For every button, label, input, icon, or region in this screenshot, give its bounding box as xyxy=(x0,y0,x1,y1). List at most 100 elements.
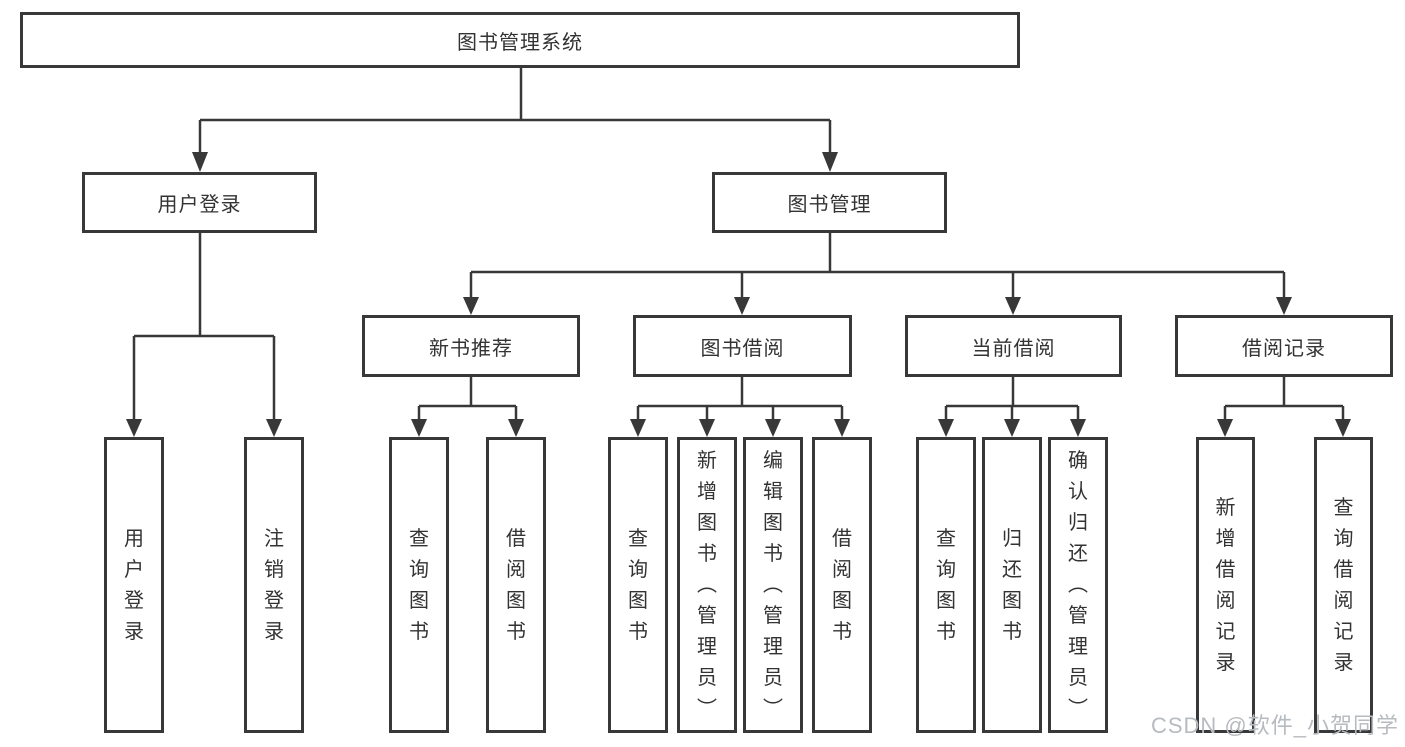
vertical-char: 新 xyxy=(697,450,717,472)
vertical-char: 阅 xyxy=(506,558,526,581)
vertical-char: 图 xyxy=(832,589,852,612)
vertical-char: 新 xyxy=(1215,496,1236,519)
vertical-char: 阅 xyxy=(1215,589,1236,612)
connector-current-to-leaves xyxy=(938,377,1086,437)
vertical-char: 归 xyxy=(1068,512,1088,534)
vertical-char: 增 xyxy=(1215,527,1236,550)
leaf-borrow-borrow-books: 借阅图书 xyxy=(812,437,872,733)
vertical-char: 图 xyxy=(936,589,956,612)
vertical-char: 书 xyxy=(832,620,852,643)
vertical-char: 阅 xyxy=(832,558,852,581)
vertical-char: 销 xyxy=(264,558,284,581)
vertical-char: 认 xyxy=(1068,481,1088,503)
vertical-char: 询 xyxy=(936,558,956,581)
leaf-user-login: 用户登录 xyxy=(104,437,164,733)
vertical-char: 录 xyxy=(264,620,284,643)
vertical-char: 图 xyxy=(628,589,648,612)
connector-bookmgmt-to-level3 xyxy=(463,233,1292,315)
vertical-char: 用 xyxy=(124,527,144,550)
node-new-book-recommend: 新书推荐 xyxy=(362,315,580,377)
vertical-char: 查 xyxy=(1333,496,1354,519)
leaf-record-add: 新增借阅记录 xyxy=(1196,437,1255,733)
vertical-char: ︶ xyxy=(1068,698,1088,720)
leaf-newbook-query-books: 查询图书 xyxy=(389,437,449,733)
leaf-record-query: 查询借阅记录 xyxy=(1314,437,1373,733)
node-root: 图书管理系统 xyxy=(20,12,1020,68)
vertical-char: 归 xyxy=(1002,527,1022,550)
vertical-char: 录 xyxy=(124,620,144,643)
vertical-char: 理 xyxy=(1068,636,1088,658)
leaf-current-confirm-return-admin: 确认归还 ︵ 管理员 ︶ xyxy=(1048,437,1108,733)
connector-userlogin-to-leaves xyxy=(126,233,282,437)
vertical-char: 借 xyxy=(506,527,526,550)
vertical-char: 登 xyxy=(264,589,284,612)
vertical-char: 查 xyxy=(936,527,956,550)
vertical-char: 管 xyxy=(697,605,717,627)
vertical-char: 书 xyxy=(1002,620,1022,643)
leaf-borrow-query-books: 查询图书 xyxy=(608,437,668,733)
vertical-char: 管 xyxy=(763,605,783,627)
vertical-char: 图 xyxy=(1002,589,1022,612)
csdn-watermark: CSDN @软件_小贺同学 xyxy=(1150,713,1399,738)
vertical-char: 记 xyxy=(1333,620,1354,643)
vertical-char: 记 xyxy=(1215,620,1236,643)
vertical-char: 录 xyxy=(1333,651,1354,674)
vertical-char: ︶ xyxy=(763,698,783,720)
vertical-char: 录 xyxy=(1215,651,1236,674)
vertical-char: 阅 xyxy=(1333,589,1354,612)
vertical-char: 员 xyxy=(763,667,783,689)
vertical-char: ︵ xyxy=(1068,574,1088,596)
leaf-logout: 注销登录 xyxy=(244,437,304,733)
vertical-char: 理 xyxy=(763,636,783,658)
vertical-char: 书 xyxy=(628,620,648,643)
vertical-char: 管 xyxy=(1068,605,1088,627)
vertical-char: 查 xyxy=(628,527,648,550)
vertical-char: 询 xyxy=(409,558,429,581)
vertical-char: 增 xyxy=(697,481,717,503)
vertical-char: 编 xyxy=(763,450,783,472)
connector-records-to-leaves xyxy=(1217,377,1351,437)
vertical-char: 书 xyxy=(697,543,717,565)
vertical-char: 书 xyxy=(409,620,429,643)
node-book-borrow: 图书借阅 xyxy=(633,315,852,377)
vertical-char: 员 xyxy=(697,667,717,689)
node-current-borrow: 当前借阅 xyxy=(905,315,1122,377)
vertical-char: 图 xyxy=(697,512,717,534)
vertical-char: 书 xyxy=(936,620,956,643)
node-borrow-records: 借阅记录 xyxy=(1175,315,1393,377)
vertical-char: 图 xyxy=(506,589,526,612)
leaf-current-return-books: 归还图书 xyxy=(982,437,1042,733)
node-user-login: 用户登录 xyxy=(82,172,317,233)
vertical-char: ︵ xyxy=(697,574,717,596)
leaf-current-query-books: 查询图书 xyxy=(916,437,976,733)
vertical-char: 图 xyxy=(409,589,429,612)
vertical-char: 书 xyxy=(506,620,526,643)
vertical-char: 还 xyxy=(1068,543,1088,565)
vertical-char: 注 xyxy=(264,527,284,550)
vertical-char: 图 xyxy=(763,512,783,534)
vertical-char: 询 xyxy=(1333,527,1354,550)
vertical-char: 查 xyxy=(409,527,429,550)
vertical-char: ︶ xyxy=(697,698,717,720)
vertical-char: ︵ xyxy=(763,574,783,596)
vertical-char: 询 xyxy=(628,558,648,581)
node-book-management: 图书管理 xyxy=(712,172,947,233)
vertical-char: 书 xyxy=(763,543,783,565)
vertical-char: 户 xyxy=(124,558,144,581)
vertical-char: 借 xyxy=(832,527,852,550)
vertical-char: 还 xyxy=(1002,558,1022,581)
vertical-char: 借 xyxy=(1333,558,1354,581)
connector-borrow-to-leaves xyxy=(630,377,850,437)
vertical-char: 员 xyxy=(1068,667,1088,689)
vertical-char: 登 xyxy=(124,589,144,612)
vertical-char: 确 xyxy=(1068,450,1088,472)
vertical-char: 辑 xyxy=(763,481,783,503)
leaf-borrow-edit-books-admin: 编辑图书 ︵ 管理员 ︶ xyxy=(743,437,803,733)
vertical-char: 借 xyxy=(1215,558,1236,581)
leaf-borrow-add-books-admin: 新增图书 ︵ 管理员 ︶ xyxy=(677,437,737,733)
connector-root-to-level2 xyxy=(192,68,838,172)
vertical-char: 理 xyxy=(697,636,717,658)
leaf-newbook-borrow-books: 借阅图书 xyxy=(486,437,546,733)
